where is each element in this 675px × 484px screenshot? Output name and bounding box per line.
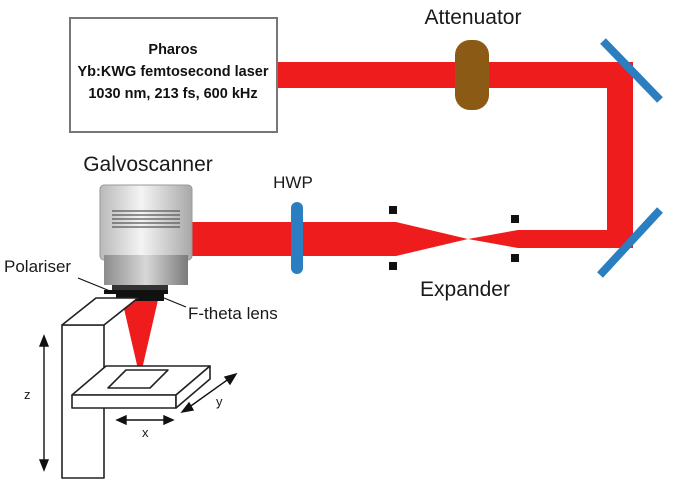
ftheta-pointer <box>163 297 187 308</box>
stage-plate-side <box>61 297 139 326</box>
mirror-bottom <box>597 207 663 278</box>
y-arrowhead-top <box>223 372 238 386</box>
galvo-vent-lines <box>112 210 180 228</box>
mirror-top <box>600 38 663 103</box>
expander-lens-right-top <box>511 215 519 223</box>
x-arrowhead-left <box>115 414 127 426</box>
beam-expander: Expander <box>389 206 519 301</box>
galvoscanner: Galvoscanner <box>83 153 213 292</box>
half-wave-plate: HWP <box>273 173 313 274</box>
laser-source: Pharos Yb:KWG femtosecond laser 1030 nm,… <box>69 17 278 133</box>
beam-vertical-segment <box>607 62 633 248</box>
y-axis-label: y <box>216 394 223 409</box>
translation-stage <box>61 297 211 479</box>
attenuator-label: Attenuator <box>425 6 522 29</box>
attenuator: Attenuator <box>425 6 522 110</box>
expander-lens-right-bottom <box>511 254 519 262</box>
expander-label: Expander <box>420 278 510 301</box>
x-axis-label: x <box>142 425 149 440</box>
laser-box <box>69 17 278 133</box>
expander-beam-left <box>396 222 468 256</box>
polariser <box>104 290 168 294</box>
z-arrowhead-bottom <box>38 459 50 472</box>
y-arrowhead-bottom <box>180 401 195 414</box>
expander-beam-right <box>468 230 518 248</box>
laser-name: Pharos <box>148 42 197 58</box>
beam-return-segment <box>518 230 633 248</box>
polariser-label: Polariser <box>4 257 71 276</box>
attenuator-body <box>455 40 489 110</box>
axis-arrows <box>38 334 238 472</box>
sample <box>107 369 169 389</box>
stage-platform-front <box>71 394 177 409</box>
laser-specs: 1030 nm, 213 fs, 600 kHz <box>88 86 257 102</box>
expander-lens-left-bottom <box>389 262 397 270</box>
laser-type: Yb:KWG femtosecond laser <box>78 64 269 80</box>
expander-lens-left-top <box>389 206 397 214</box>
f-theta-lens <box>116 294 164 301</box>
y-axis-arrow <box>187 377 231 409</box>
stage-platform-side <box>175 365 211 409</box>
x-arrowhead-right <box>163 414 175 426</box>
hwp-plate <box>291 202 303 274</box>
galvoscanner-label: Galvoscanner <box>83 153 213 176</box>
z-axis-label: z <box>24 387 31 402</box>
z-arrowhead-top <box>38 334 50 347</box>
beam-focused-cone <box>122 300 158 378</box>
galvo-body-bottom <box>104 255 188 285</box>
polariser-pointer <box>77 277 111 292</box>
ftheta-label: F-theta lens <box>188 304 278 323</box>
galvo-mount <box>112 285 168 292</box>
hwp-label: HWP <box>273 173 313 192</box>
